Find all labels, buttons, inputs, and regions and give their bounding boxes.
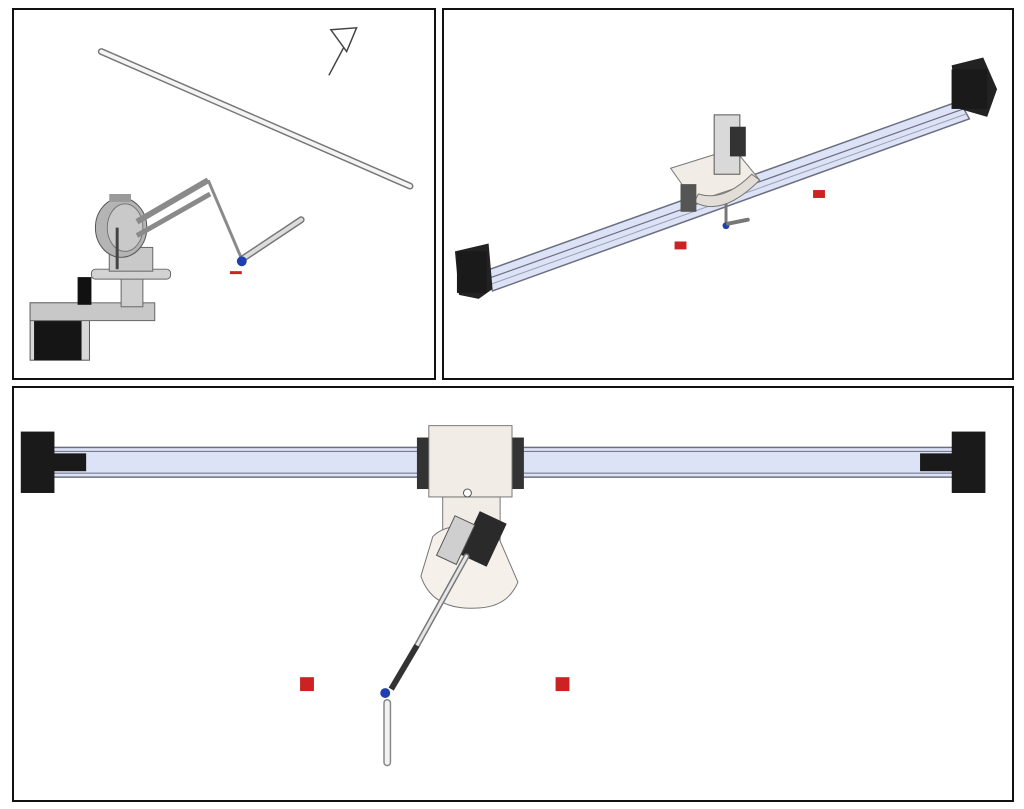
rail-end-block-left-icon [454,243,493,299]
carriage-icon [380,425,524,767]
isometric-view-drawing [454,57,998,299]
shoulder-motor-icon [94,194,148,270]
target-marker-icon [229,271,242,275]
rail-end-block-right-icon [951,57,998,117]
top-view-panel [12,386,1014,802]
target-marker-icon [555,677,570,692]
rail-end-block-left-icon [20,431,87,493]
side-view-panel [12,8,436,380]
base-motor-icon [29,246,172,361]
carriage-icon [669,114,761,230]
end-effector-ball-icon [380,688,391,698]
target-marker-icon [813,190,825,198]
top-view-drawing [20,425,986,767]
rail-end-block-right-icon [920,431,986,493]
direction-arrow-icon [328,26,358,76]
shoulder-motor-icon [435,511,507,567]
arm-links-icon [135,177,305,275]
isometric-view-panel [442,8,1014,380]
end-effector-ball-icon [236,256,247,267]
target-marker-icon [300,677,314,692]
side-view-drawing [29,26,414,361]
target-marker-icon [674,241,687,250]
